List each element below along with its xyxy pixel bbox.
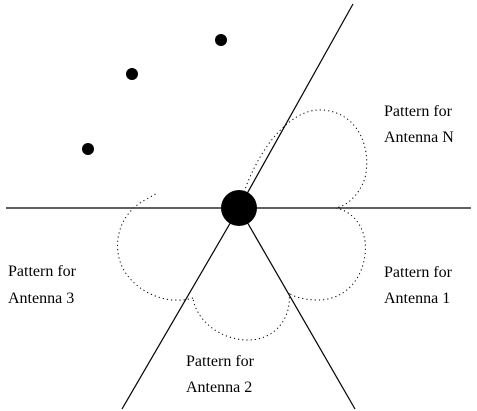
label-antenna-2: Pattern for Antenna 2 bbox=[186, 353, 255, 396]
ellipsis-dots bbox=[82, 34, 227, 155]
label-antenna-3: Pattern for Antenna 3 bbox=[8, 263, 77, 307]
label-antenna-3-line2: Antenna 3 bbox=[8, 290, 74, 307]
sector-line-north bbox=[238, 3, 354, 209]
label-antenna-1-line2: Antenna 1 bbox=[384, 290, 450, 307]
label-antenna-n: Pattern for Antenna N bbox=[384, 103, 454, 146]
lobe-antenna-3 bbox=[117, 192, 194, 301]
label-antenna-1: Pattern for Antenna 1 bbox=[384, 264, 453, 307]
sector-line-lower-right bbox=[238, 207, 356, 410]
lobe-antenna-1 bbox=[288, 207, 366, 301]
pattern-lobes bbox=[117, 109, 368, 341]
ellipsis-dot bbox=[126, 68, 138, 80]
label-antenna-2-line1: Pattern for bbox=[186, 353, 255, 370]
sector-line-lower-left bbox=[121, 207, 240, 410]
lobe-antenna-n bbox=[238, 109, 368, 209]
ellipsis-dot bbox=[215, 34, 227, 46]
label-antenna-1-line1: Pattern for bbox=[384, 264, 453, 281]
label-antenna-n-line1: Pattern for bbox=[384, 103, 453, 120]
antenna-center-node bbox=[221, 190, 257, 226]
label-antenna-2-line2: Antenna 2 bbox=[186, 379, 252, 396]
lobe-antenna-2 bbox=[192, 292, 290, 341]
label-antenna-n-line2: Antenna N bbox=[384, 129, 454, 146]
label-antenna-3-line1: Pattern for bbox=[8, 263, 77, 280]
ellipsis-dot bbox=[82, 143, 94, 155]
